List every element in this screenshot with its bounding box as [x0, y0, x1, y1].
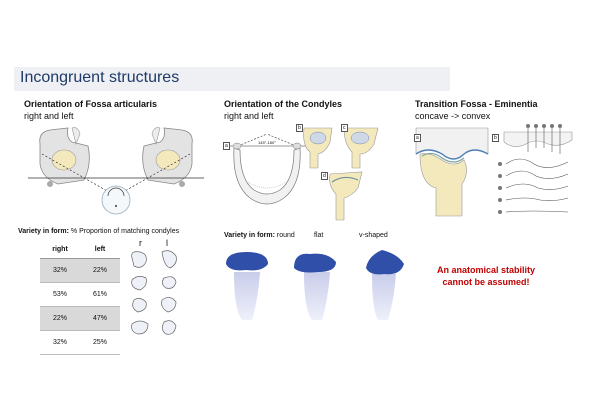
table-cell: 32%	[40, 258, 80, 283]
fossa-eminentia-illustration	[415, 127, 489, 217]
condyle-shape-illustrations	[226, 250, 404, 320]
fossa-illustration	[28, 127, 204, 215]
table-header-row: right left	[40, 240, 120, 259]
table-row: 32% 22%	[40, 258, 120, 283]
variety-fossa-label-bold: Variety in form:	[18, 228, 69, 235]
warning-line2: cannot be assumed!	[442, 277, 530, 287]
section2-subheading: right and left	[224, 111, 274, 121]
condyle-detail-illustration	[303, 127, 379, 221]
column-l-label: l	[166, 238, 168, 248]
panel-label-c: c	[341, 124, 348, 132]
section2-heading: Orientation of the Condyles	[224, 99, 343, 109]
slide-title: Incongruent structures	[20, 69, 180, 86]
table-cell: 32%	[40, 330, 80, 355]
table-row: 32% 25%	[40, 330, 120, 355]
table-cell: 61%	[80, 282, 120, 307]
section3-subheading: concave -> convex	[415, 111, 491, 121]
variety-fossa-label: Variety in form: % Proportion of matchin…	[18, 228, 179, 235]
column-r-label: r	[139, 238, 142, 248]
panel-label-a: a	[223, 142, 230, 150]
mandible-illustration	[224, 133, 310, 205]
title-bar	[14, 67, 450, 91]
variety-fossa-label-rest: % Proportion of matching condyles	[68, 228, 180, 235]
shape-v-label: v-shaped	[359, 232, 388, 239]
section3-heading: Transition Fossa - Eminentia	[415, 99, 538, 109]
warning-text: An anatomical stability cannot be assume…	[428, 264, 544, 288]
table-header-right: right	[40, 240, 80, 259]
variety-condyle-label-bold: Variety in form:	[224, 232, 275, 239]
table-row: 53% 61%	[40, 282, 120, 307]
section1-subheading: right and left	[24, 111, 74, 121]
shape-round-label: round	[274, 232, 295, 239]
warning-line1: An anatomical stability	[436, 265, 536, 275]
panel-label-3b: b	[492, 134, 499, 142]
shape-flat-label: flat	[314, 232, 324, 239]
matching-condyles-table: right left 32% 22% 53% 61% 22% 47% 32% 2…	[40, 240, 120, 355]
table-cell: 53%	[40, 282, 80, 307]
section1-heading: Orientation of Fossa articularis	[24, 99, 158, 109]
table-header-left: left	[80, 240, 120, 259]
table-row: 22% 47%	[40, 306, 120, 331]
eminentia-curves-illustration	[498, 124, 573, 214]
table-cell: 25%	[80, 330, 120, 355]
condyle-outline-shapes	[131, 250, 177, 335]
table-cell: 47%	[80, 306, 120, 331]
panel-label-3a: a	[414, 134, 421, 142]
panel-label-b: b	[296, 124, 303, 132]
angle-label: 145°-160°	[258, 140, 276, 145]
variety-condyle-label: Variety in form: round	[224, 232, 295, 239]
table-cell: 22%	[40, 306, 80, 331]
panel-label-d: d	[321, 172, 328, 180]
table-cell: 22%	[80, 258, 120, 283]
